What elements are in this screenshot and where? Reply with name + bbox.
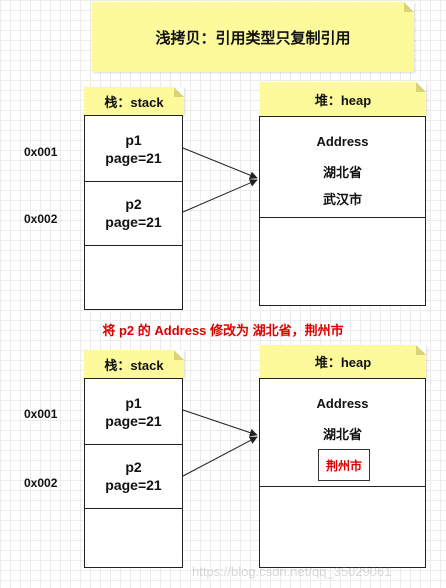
address-0x001-before: 0x001 [24,145,58,159]
var-page: page=21 [105,477,162,493]
change-note: 将 p2 的 Address 修改为 湖北省，荆州市 [102,323,344,338]
watermark: https://blog.csdn.net/qq_35029061 [192,564,392,579]
arrow-p2-after [182,436,258,477]
note-fold [174,350,184,360]
note-fold [416,82,426,92]
stack-cell-p2: p2 page=21 [85,181,182,246]
stack-box-before: p1 page=21 p2 page=21 [84,115,183,310]
title-text: 浅拷贝：引用类型只复制引用 [155,29,351,47]
heap-city: 武汉市 [322,192,362,207]
heap-box-before: Address 湖北省 武汉市 [259,116,426,306]
address-0x001-after: 0x001 [24,407,58,421]
address-0x002-before: 0x002 [24,212,58,226]
heap-province: 湖北省 [322,427,362,442]
heap-province: 湖北省 [322,165,362,180]
var-page: page=21 [105,149,162,166]
note-fold [416,345,426,355]
arrow-p1-before [182,147,258,180]
var-name: p2 [125,459,142,475]
heap-object-after: Address 湖北省 [260,379,425,487]
stack-cell-p1: p1 page=21 [85,116,182,182]
stack-box-after: p1 page=21 p2 page=21 [84,378,183,568]
stack-label-after: 栈：stack [84,350,184,378]
heap-label-after: 堆：heap [260,345,426,378]
heap-city: 荆州市 [325,458,362,473]
var-page: page=21 [105,214,162,230]
heap-address-title: Address [316,134,369,149]
heap-object-before: Address 湖北省 武汉市 [260,117,425,218]
heap-box-after: Address 湖北省 荆州市 [259,378,426,568]
stack-cell-p2: p2 page=21 [85,444,182,509]
var-name: p1 [125,131,142,148]
stack-cell-p1: p1 page=21 [85,379,182,445]
title-note: 浅拷贝：引用类型只复制引用 [92,2,414,72]
arrow-p2-before [182,179,258,213]
heap-address-title: Address [316,396,369,411]
note-fold [174,87,184,97]
var-name: p2 [125,196,142,212]
note-fold [404,2,414,12]
var-name: p1 [125,394,142,411]
heap-city-highlight: 荆州市 [318,449,370,481]
heap-label-before: 堆：heap [260,82,426,116]
arrow-p1-after [182,409,258,437]
stack-label-before: 栈：stack [84,87,184,115]
var-page: page=21 [105,412,162,429]
address-0x002-after: 0x002 [24,476,58,490]
